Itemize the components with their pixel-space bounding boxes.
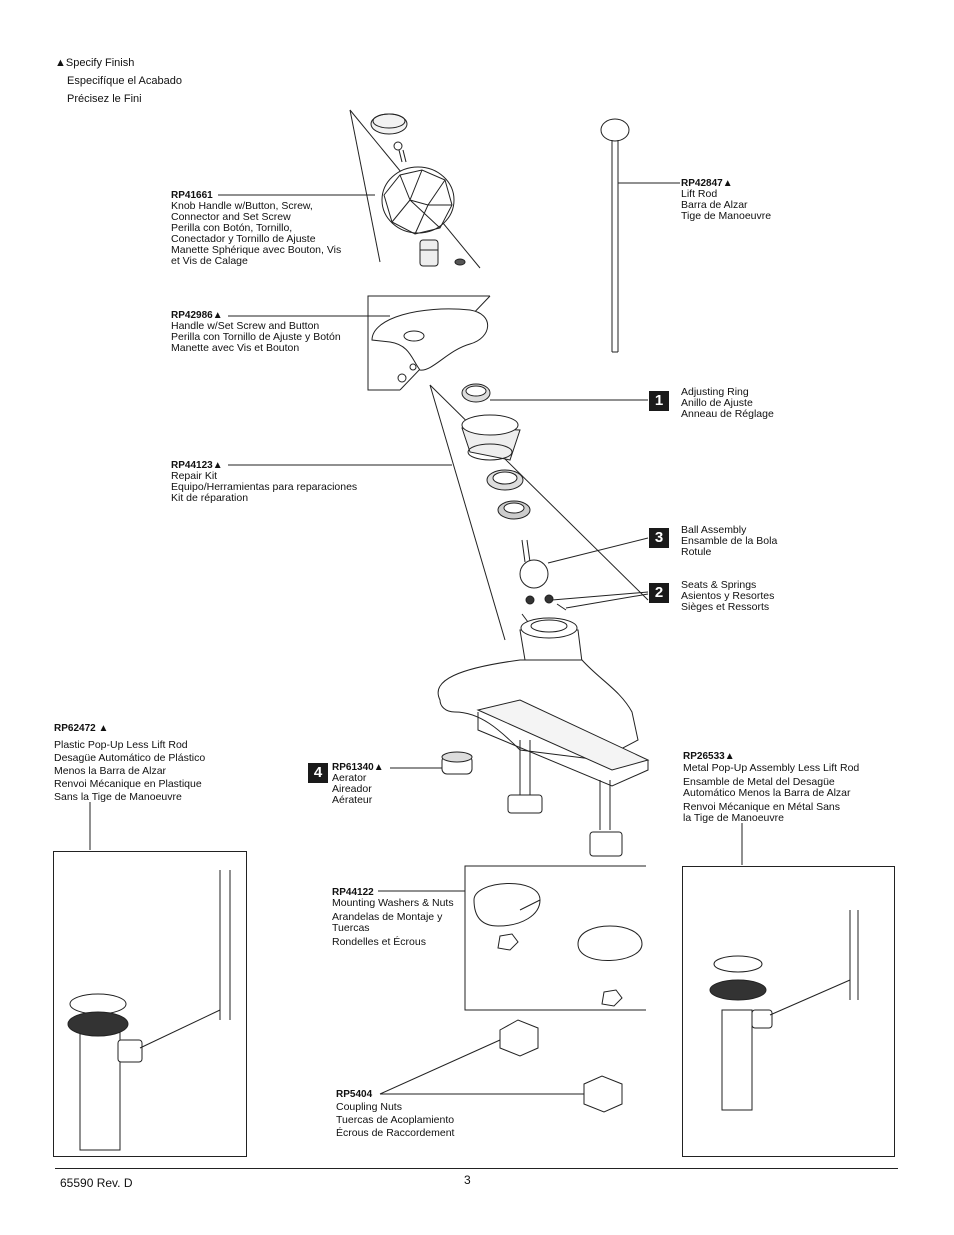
part-rp44122: RP44122 Mounting Washers & Nuts Arandela… <box>332 887 454 948</box>
callout-number-2: 2 <box>649 583 669 603</box>
part-desc: Lift Rod <box>681 188 718 200</box>
part-desc: Menos la Barra de Alzar <box>54 765 167 777</box>
part-desc: Rondelles et Écrous <box>332 936 426 948</box>
part-desc: Mounting Washers & Nuts <box>332 897 454 909</box>
part-ball-assembly: Ball Assembly Ensamble de la Bola Rotule <box>681 525 777 558</box>
part-desc: Aérateur <box>332 794 373 806</box>
part-number: RP44122 <box>332 887 374 898</box>
part-desc: Kit de réparation <box>171 492 249 504</box>
part-desc: la Tige de Manoeuvre <box>683 812 784 824</box>
part-rp61340: RP61340▲ Aerator Aireador Aérateur <box>332 762 384 806</box>
part-desc: Adjusting Ring <box>681 386 749 398</box>
callout-number-4: 4 <box>308 763 328 783</box>
part-desc: Seats & Springs <box>681 579 757 591</box>
part-number: RP5404 <box>336 1089 373 1100</box>
callout-number-3: 3 <box>649 528 669 548</box>
part-number: RP41661 <box>171 190 213 201</box>
part-number: RP62472 ▲ <box>54 723 109 734</box>
part-rp26533: RP26533▲ Metal Pop-Up Assembly Less Lift… <box>683 751 859 824</box>
part-desc: Desagüe Automático de Plástico <box>54 752 206 764</box>
part-rp44123: RP44123▲ Repair Kit Equipo/Herramientas … <box>171 460 357 504</box>
callout-number-1: 1 <box>649 391 669 411</box>
part-adjusting-ring: Adjusting Ring Anillo de Ajuste Anneau d… <box>681 387 774 420</box>
part-desc: Handle w/Set Screw and Button <box>171 320 320 332</box>
part-rp5404: RP5404 Coupling Nuts Tuercas de Acoplami… <box>336 1088 454 1140</box>
part-desc: Connector and Set Screw <box>171 211 291 223</box>
part-desc: Equipo/Herramientas para reparaciones <box>171 481 358 493</box>
part-rp62472: RP62472 ▲ Plastic Pop-Up Less Lift Rod D… <box>54 722 205 804</box>
part-desc: Coupling Nuts <box>336 1101 402 1113</box>
part-desc: Sans la Tige de Manoeuvre <box>54 791 182 803</box>
part-desc: Renvoi Mécanique en Métal Sans <box>683 801 841 813</box>
part-desc: Manette avec Vis et Bouton <box>171 342 300 354</box>
metal-popup-box <box>682 866 895 1157</box>
part-desc: Perilla con Botón, Tornillo, <box>171 222 293 234</box>
part-desc: Ensamble de la Bola <box>681 535 778 547</box>
part-desc: Conectador y Tornillo de Ajuste <box>171 233 316 245</box>
part-desc: Plastic Pop-Up Less Lift Rod <box>54 739 188 751</box>
legend-es: Especifíque el Acabado <box>67 75 182 87</box>
page-number: 3 <box>464 1173 471 1187</box>
triangle-marker-icon: ▲ <box>55 57 66 69</box>
part-desc: et Vis de Calage <box>171 255 248 267</box>
part-number: RP42986▲ <box>171 310 223 321</box>
part-desc: Tige de Manoeuvre <box>681 210 772 222</box>
part-number: RP61340▲ <box>332 762 384 773</box>
part-desc: Aireador <box>332 783 372 795</box>
part-desc: Automático Menos la Barra de Alzar <box>683 787 851 799</box>
part-desc: Écrous de Raccordement <box>336 1127 455 1139</box>
part-number: RP44123▲ <box>171 460 223 471</box>
part-desc: Knob Handle w/Button, Screw, <box>171 200 313 212</box>
part-desc: Tuercas <box>332 922 370 934</box>
part-desc: Perilla con Tornillo de Ajuste y Botón <box>171 331 341 343</box>
part-number: RP26533▲ <box>683 751 735 762</box>
part-desc: Anneau de Réglage <box>681 408 774 420</box>
part-desc: Tuercas de Acoplamiento <box>336 1114 455 1126</box>
finish-legend: ▲Specify Finish Especifíque el Acabado P… <box>55 54 182 108</box>
part-desc: Ensamble de Metal del Desagüe <box>683 776 835 788</box>
part-rp42986: RP42986▲ Handle w/Set Screw and Button P… <box>171 310 341 354</box>
part-rp41661: RP41661 Knob Handle w/Button, Screw, Con… <box>171 190 341 267</box>
part-desc: Repair Kit <box>171 470 218 482</box>
plastic-popup-box <box>53 851 247 1157</box>
part-desc: Rotule <box>681 546 712 558</box>
part-desc: Arandelas de Montaje y <box>332 911 443 923</box>
part-desc: Sièges et Ressorts <box>681 601 770 613</box>
part-desc: Metal Pop-Up Assembly Less Lift Rod <box>683 762 860 774</box>
part-seats-springs: Seats & Springs Asientos y Resortes Sièg… <box>681 580 774 613</box>
doc-revision: 65590 Rev. D <box>60 1176 133 1190</box>
legend-fr: Précisez le Fini <box>67 93 142 105</box>
legend-en: Specify Finish <box>65 57 135 69</box>
part-desc: Ball Assembly <box>681 524 747 536</box>
part-desc: Manette Sphérique avec Bouton, Vis <box>171 244 342 256</box>
part-number: RP42847▲ <box>681 178 733 189</box>
part-desc: Aerator <box>332 772 367 784</box>
part-desc: Anillo de Ajuste <box>681 397 753 409</box>
part-desc: Asientos y Resortes <box>681 590 775 602</box>
part-rp42847: RP42847▲ Lift Rod Barra de Alzar Tige de… <box>681 178 771 222</box>
part-desc: Renvoi Mécanique en Plastique <box>54 778 202 790</box>
footer-rule <box>55 1168 898 1169</box>
part-desc: Barra de Alzar <box>681 199 748 211</box>
